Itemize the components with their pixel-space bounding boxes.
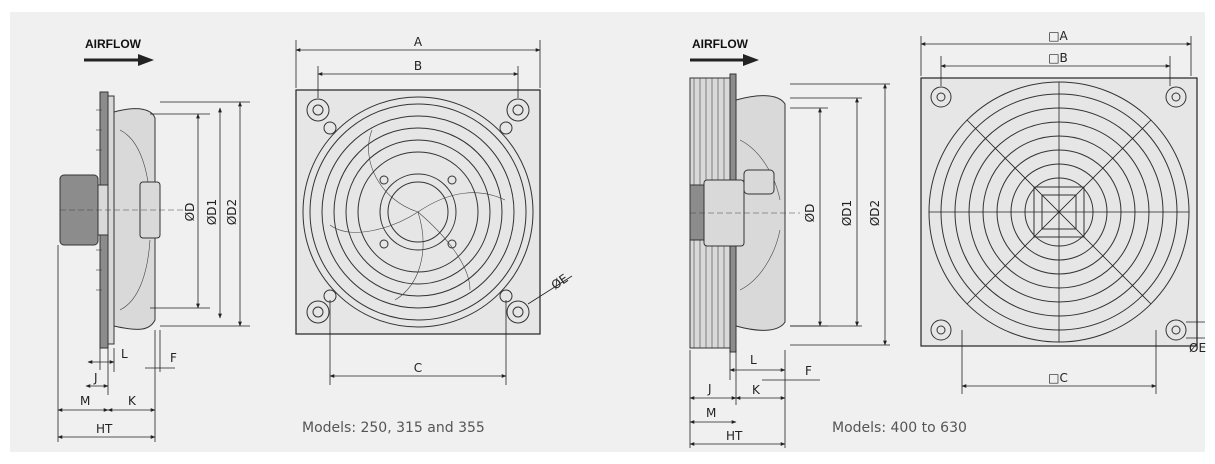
left-front-view: A B C ØE Models: 250, 315 and 355 [295, 35, 573, 436]
left-dim-e: ØE [549, 271, 571, 292]
right-dim-d1: ØD1 [840, 200, 854, 226]
right-dim-c: □C [1048, 371, 1068, 385]
left-dim-d1: ØD1 [205, 199, 219, 225]
left-dim-ht: HT [96, 422, 113, 436]
right-dim-l: L [750, 353, 757, 367]
right-side-blade-housing [735, 95, 786, 331]
left-dim-f: F [170, 351, 177, 365]
left-dim-d2: ØD2 [225, 199, 239, 225]
right-front-mount-holes [930, 86, 1187, 341]
right-front-motor-box [1033, 186, 1085, 238]
right-dim-d: ØD [803, 204, 817, 223]
left-front-blades [329, 129, 506, 301]
left-dim-d: ØD [183, 203, 197, 222]
right-side-motor [689, 184, 705, 241]
left-airflow-label: AIRFLOW [85, 37, 142, 51]
right-dim-ht: HT [726, 429, 743, 443]
left-dim-l: L [121, 347, 128, 361]
right-caption: Models: 400 to 630 [832, 420, 967, 436]
right-dim-d2: ØD2 [868, 200, 882, 226]
left-side-view: AIRFLOW [57, 37, 250, 442]
right-dim-m: M [706, 406, 716, 420]
left-caption: Models: 250, 315 and 355 [302, 420, 485, 436]
right-front-guard-spokes [929, 82, 1189, 342]
left-front-hub [379, 173, 457, 251]
left-dim-j: J [93, 371, 98, 385]
right-front-view: □A □B □C ØE Models: 400 to 630 [832, 29, 1206, 436]
left-dim-a: A [414, 35, 423, 49]
right-dim-j: J [707, 382, 712, 396]
right-airflow-label: AIRFLOW [692, 37, 749, 51]
right-dim-f: F [805, 364, 812, 378]
right-dim-k: K [752, 383, 761, 397]
right-dim-e: ØE [1189, 341, 1206, 355]
right-dim-b: □B [1048, 51, 1068, 65]
right-side-view: AIRFLOW [689, 37, 890, 448]
right-airflow-arrow-icon [690, 54, 759, 66]
left-front-venturi [302, 96, 534, 328]
left-dim-c: C [414, 361, 422, 375]
left-dim-k: K [128, 394, 137, 408]
left-dim-m: M [80, 394, 90, 408]
left-airflow-arrow-icon [84, 54, 154, 66]
right-dim-a: □A [1048, 29, 1068, 43]
left-dim-b: B [414, 59, 422, 73]
